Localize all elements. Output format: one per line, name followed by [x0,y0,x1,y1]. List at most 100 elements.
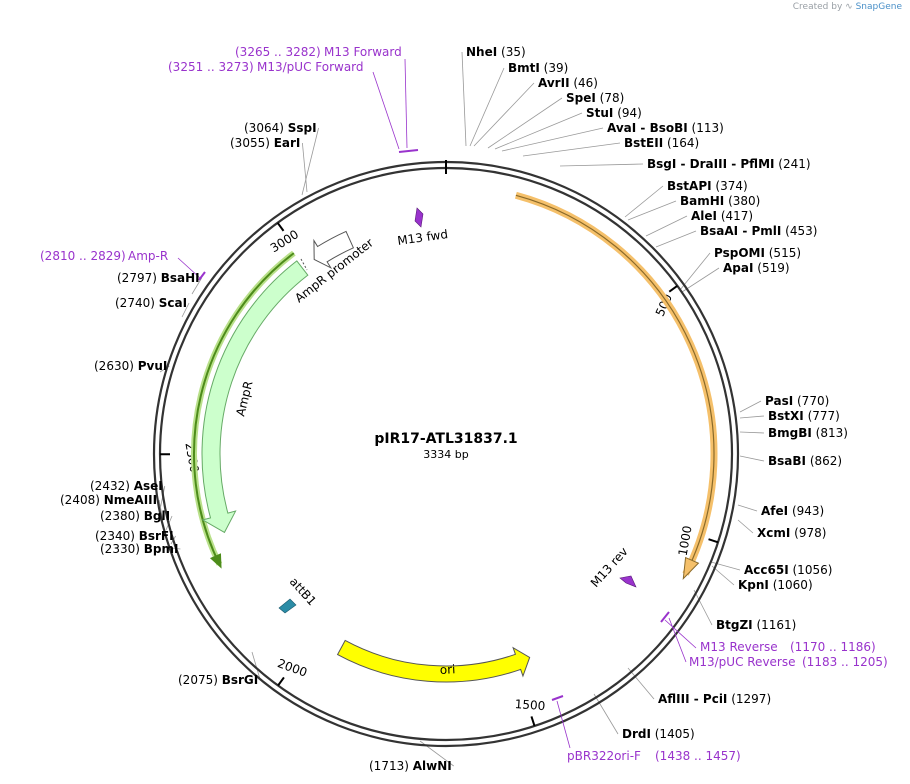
site-label: BsaBI (862) [768,454,842,468]
site-leader [679,252,711,291]
site-name: BstEII [624,136,663,150]
site-label: DrdI (1405) [622,727,695,741]
restriction-site-labels: NheI (35)BmtI (39)AvrII (46)SpeI (78)Stu… [60,45,848,773]
site-position: (777) [804,409,840,423]
site-position: (862) [806,454,842,468]
site-position: (1161) [753,618,797,632]
pbr322ori-f-leader [556,700,571,749]
site-position: (1056) [789,563,833,577]
site-position: (1713) [369,759,413,773]
site-position: (3055) [230,136,274,150]
feature-arc-green-arrowhead [209,553,222,569]
site-label: KpnI (1060) [738,578,813,592]
credit-brand: SnapGene [855,2,902,12]
site-label: (3064) SspI [244,121,317,135]
site-name: SpeI [566,91,596,105]
site-leader [302,142,308,193]
site-name: AlwNI [413,759,452,773]
m13-pUC-forward-leader [372,71,400,150]
site-name: BsrGI [222,673,259,687]
feature-label-ori: ori [439,662,455,677]
site-label: (2408) NmeAIII [60,493,157,507]
site-label: SpeI (78) [566,91,624,105]
site-name: StuI [586,106,613,120]
site-name: KpnI [738,578,769,592]
site-label: (2380) BglI [100,509,170,523]
site-name: PvuI [138,359,168,373]
primer-label-pbr322ori-f-range: (1438 .. 1457) [655,749,741,763]
site-label: BtgZI (1161) [716,618,796,632]
site-leader [301,127,319,196]
site-label: AvaI - BsoBI (113) [607,121,724,135]
site-position: (2797) [117,271,161,285]
m13-forward-leader [404,58,408,149]
site-label: Acc65I (1056) [744,563,832,577]
ampr-feature-arrow [201,260,309,534]
site-label: (2740) ScaI [115,296,187,310]
tick-mark [708,538,719,544]
site-leader [739,400,762,413]
site-position: (2740) [115,296,159,310]
site-name: ScaI [159,296,187,310]
site-position: (770) [793,394,829,408]
site-name: AleI [691,209,717,223]
site-label: BstXI (777) [768,409,840,423]
site-name: Acc65I [744,563,789,577]
site-leader [655,230,697,248]
snapgene-logo-icon: ∿ [845,2,853,12]
site-position: (3064) [244,121,288,135]
credit-prefix: Created by [792,2,843,12]
site-position: (241) [774,157,810,171]
site-leader [494,112,583,150]
site-label: StuI (94) [586,106,642,120]
site-leader [559,163,644,167]
m13-forward-primer-mark [398,149,419,153]
site-leader [627,200,677,221]
site-name: PasI [765,394,793,408]
site-label: BmgBI (813) [768,426,848,440]
site-leader [181,302,190,318]
tick-label: 3000 [268,227,301,255]
site-position: (35) [497,45,525,59]
primer-label-amp-r-range: (2810 .. 2829) [40,249,126,263]
site-name: EarI [274,136,301,150]
site-position: (453) [781,224,817,238]
site-position: (39) [540,61,568,75]
site-name: AflIII - PciI [658,692,727,706]
site-name: BsaAI - PmlI [700,224,781,238]
site-name: BsrFI [139,529,174,543]
site-label: BstAPI (374) [667,179,748,193]
site-leader [624,185,664,218]
site-name: AvrII [538,76,570,90]
plasmid-length: 3334 bp [423,448,468,461]
tick-mark [530,716,536,727]
primer-label-pbr322ori-f: pBR322ori-F [567,749,641,763]
site-label: AvrII (46) [538,76,598,90]
site-name: BpmI [144,542,179,556]
site-leader [693,589,713,626]
primer-label-m13-reverse: M13 Reverse [700,640,778,654]
site-label: (2630) PvuI [94,359,167,373]
site-position: (1297) [727,692,771,706]
site-label: (3055) EarI [230,136,300,150]
site-leader [739,431,765,434]
site-leader [487,97,563,149]
site-label: BmtI (39) [508,61,568,75]
site-label: (2330) BpmI [100,542,178,556]
tick-mark [276,222,285,232]
site-label: BsaAI - PmlI (453) [700,224,817,238]
site-name: BmtI [508,61,540,75]
ampr-promoter-arrow [313,230,355,270]
site-position: (2630) [94,359,138,373]
site-leader [739,415,765,419]
primer-label-m13-reverse-range: (1170 .. 1186) [790,640,876,654]
site-position: (2340) [95,529,139,543]
site-position: (374) [712,179,748,193]
site-position: (519) [753,261,789,275]
site-leader [522,142,621,157]
m13-rev-feature-icon [619,575,637,588]
site-leader [469,67,505,147]
site-leader [711,565,735,586]
site-name: XcmI [757,526,790,540]
